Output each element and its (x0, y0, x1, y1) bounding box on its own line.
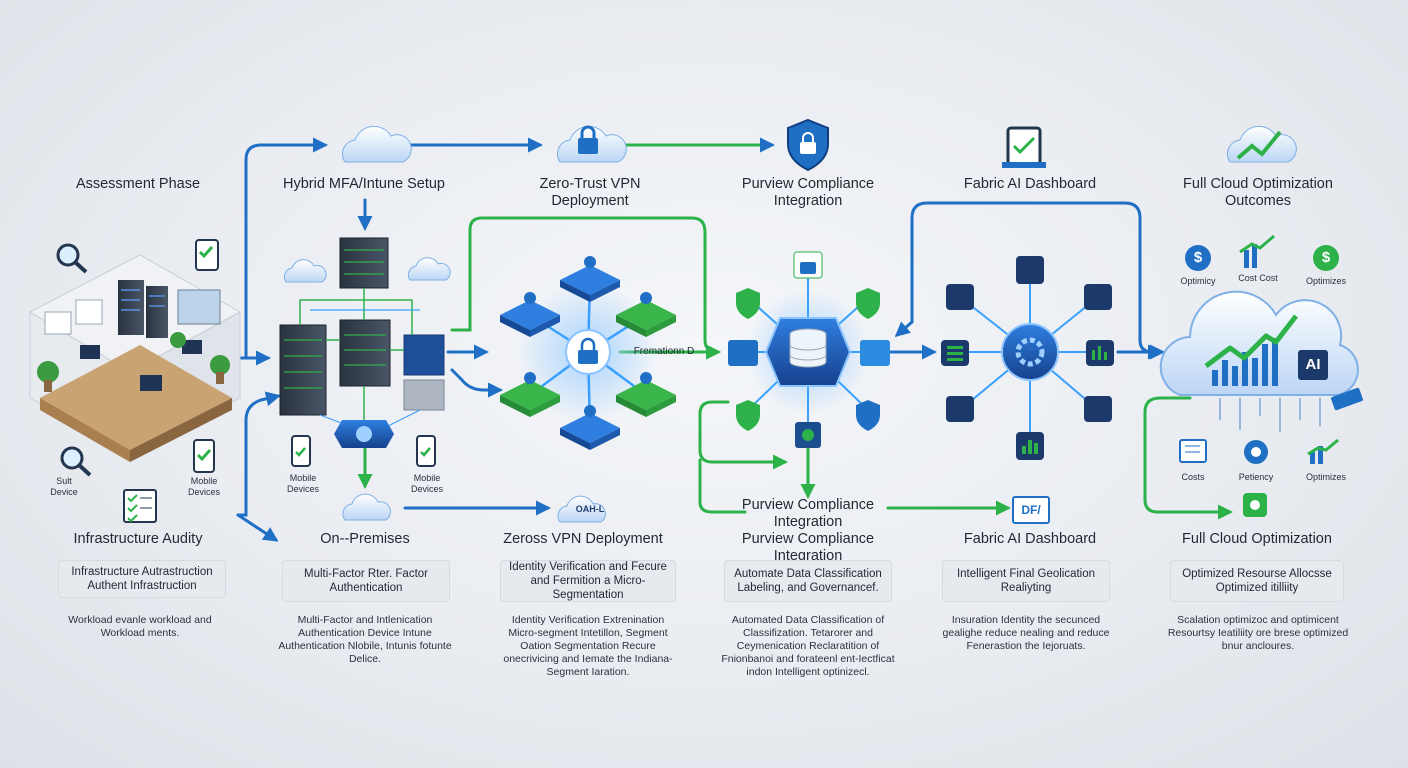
tablet-check-icon (1002, 126, 1046, 168)
stage-description: Multi-Factor and Intlenication Authentic… (278, 614, 452, 665)
stage-title: Full Cloud Optimization Outcomes (1183, 176, 1333, 209)
stage-box: Optimized Resourse Allocsse Optimized it… (1170, 560, 1344, 602)
stage-title: Purview Compliance Integration (741, 176, 875, 209)
dollar-icon (1185, 245, 1211, 271)
puzzle-icon (1243, 493, 1267, 517)
outcome-label: Optimicy (1180, 276, 1216, 286)
outcome-label: Optimizes (1305, 276, 1346, 286)
stage-subtitle: Full Cloud Optimization (1182, 531, 1332, 547)
mobile-check-icon (416, 435, 436, 467)
stage-description: Identity Verification Extrenination Micr… (503, 614, 673, 678)
magnifier-icon (60, 446, 92, 477)
cloud-icon (407, 257, 451, 281)
outcome-label: Petiency (1238, 472, 1274, 482)
fabric-badge: DF/ (1012, 496, 1050, 524)
ai-badge: AI (1305, 356, 1321, 373)
device-label: Mobile Devices (286, 473, 319, 494)
checklist-icon (123, 489, 157, 523)
stage-subtitle: Zeross VPN Deployment (503, 531, 663, 547)
data-hub (728, 251, 890, 448)
dollar-icon (1313, 245, 1339, 271)
stage-title: Assessment Phase (75, 176, 201, 192)
magnifier-icon (56, 243, 88, 274)
stage-box: Multi-Factor Rter. Factor Authentication (282, 560, 450, 602)
dollar-glyph: $ (1193, 249, 1203, 266)
mobile-check-icon (193, 439, 215, 473)
cloud-icon (341, 125, 412, 163)
stage-box: Automate Data Classification Labeling, a… (724, 560, 892, 602)
outcome-label: Optimizes (1305, 472, 1346, 482)
device-label: Sult Device (50, 476, 78, 497)
stage-box: Identity Verification and Fecure and Fer… (500, 560, 676, 602)
stage-description: Workload evanle workload and Workload me… (68, 614, 212, 639)
outcome-label: Costs (1181, 472, 1205, 482)
flow-label: Fremationn D (633, 346, 695, 357)
stage-description: Automated Data Classification of Classif… (721, 614, 895, 678)
tablet-check-icon (195, 239, 219, 271)
stage-title: Hybrid MFA/Intune Setup (283, 176, 445, 192)
stage-subtitle: Infrastructure Audity (73, 531, 203, 547)
mobile-check-icon (291, 435, 311, 467)
vpn-cloud-icon (557, 495, 606, 523)
stage-subtitle: On--Premises (320, 531, 410, 547)
stage-box: Intelligent Final Geolication Realiyting (942, 560, 1110, 602)
stage-title: Zero-Trust VPN Deployment (539, 176, 641, 209)
trend-cloud-icon (1226, 125, 1297, 163)
optimize-chart-icon (1307, 438, 1339, 464)
cloud-icon (283, 259, 327, 283)
device-label: Mobile Devices (410, 473, 443, 494)
stage-subtitle: Purview Compliance Integration (741, 497, 875, 530)
efficiency-icon (1244, 440, 1268, 464)
stage-subtitle: Fabric AI Dashboard (963, 531, 1097, 547)
network-mesh (500, 256, 676, 450)
shield-lock-icon (787, 118, 829, 172)
office-illustration (28, 254, 242, 462)
stage-title: Fabric AI Dashboard (963, 176, 1097, 192)
dollar-glyph: $ (1321, 249, 1331, 266)
device-label: Mobile Devices (187, 476, 220, 497)
outcome-label: Cost Cost (1238, 273, 1278, 283)
vpn-chip-label: OAH-L (575, 504, 605, 514)
lock-cloud-icon (556, 125, 627, 163)
server-stack (279, 237, 445, 448)
stage-box: Infrastructure Autrastruction Authent In… (58, 560, 226, 598)
big-cloud-analytics (1159, 290, 1363, 432)
stage-description: Insuration Identity the secunced gealigh… (942, 614, 1110, 652)
costs-icon (1179, 439, 1207, 463)
ai-gear-network (941, 256, 1114, 460)
cloud-icon (342, 493, 391, 521)
stage-description: Scalation optimizoc and optimicent Resou… (1167, 614, 1349, 652)
chart-up-icon (1239, 234, 1275, 268)
